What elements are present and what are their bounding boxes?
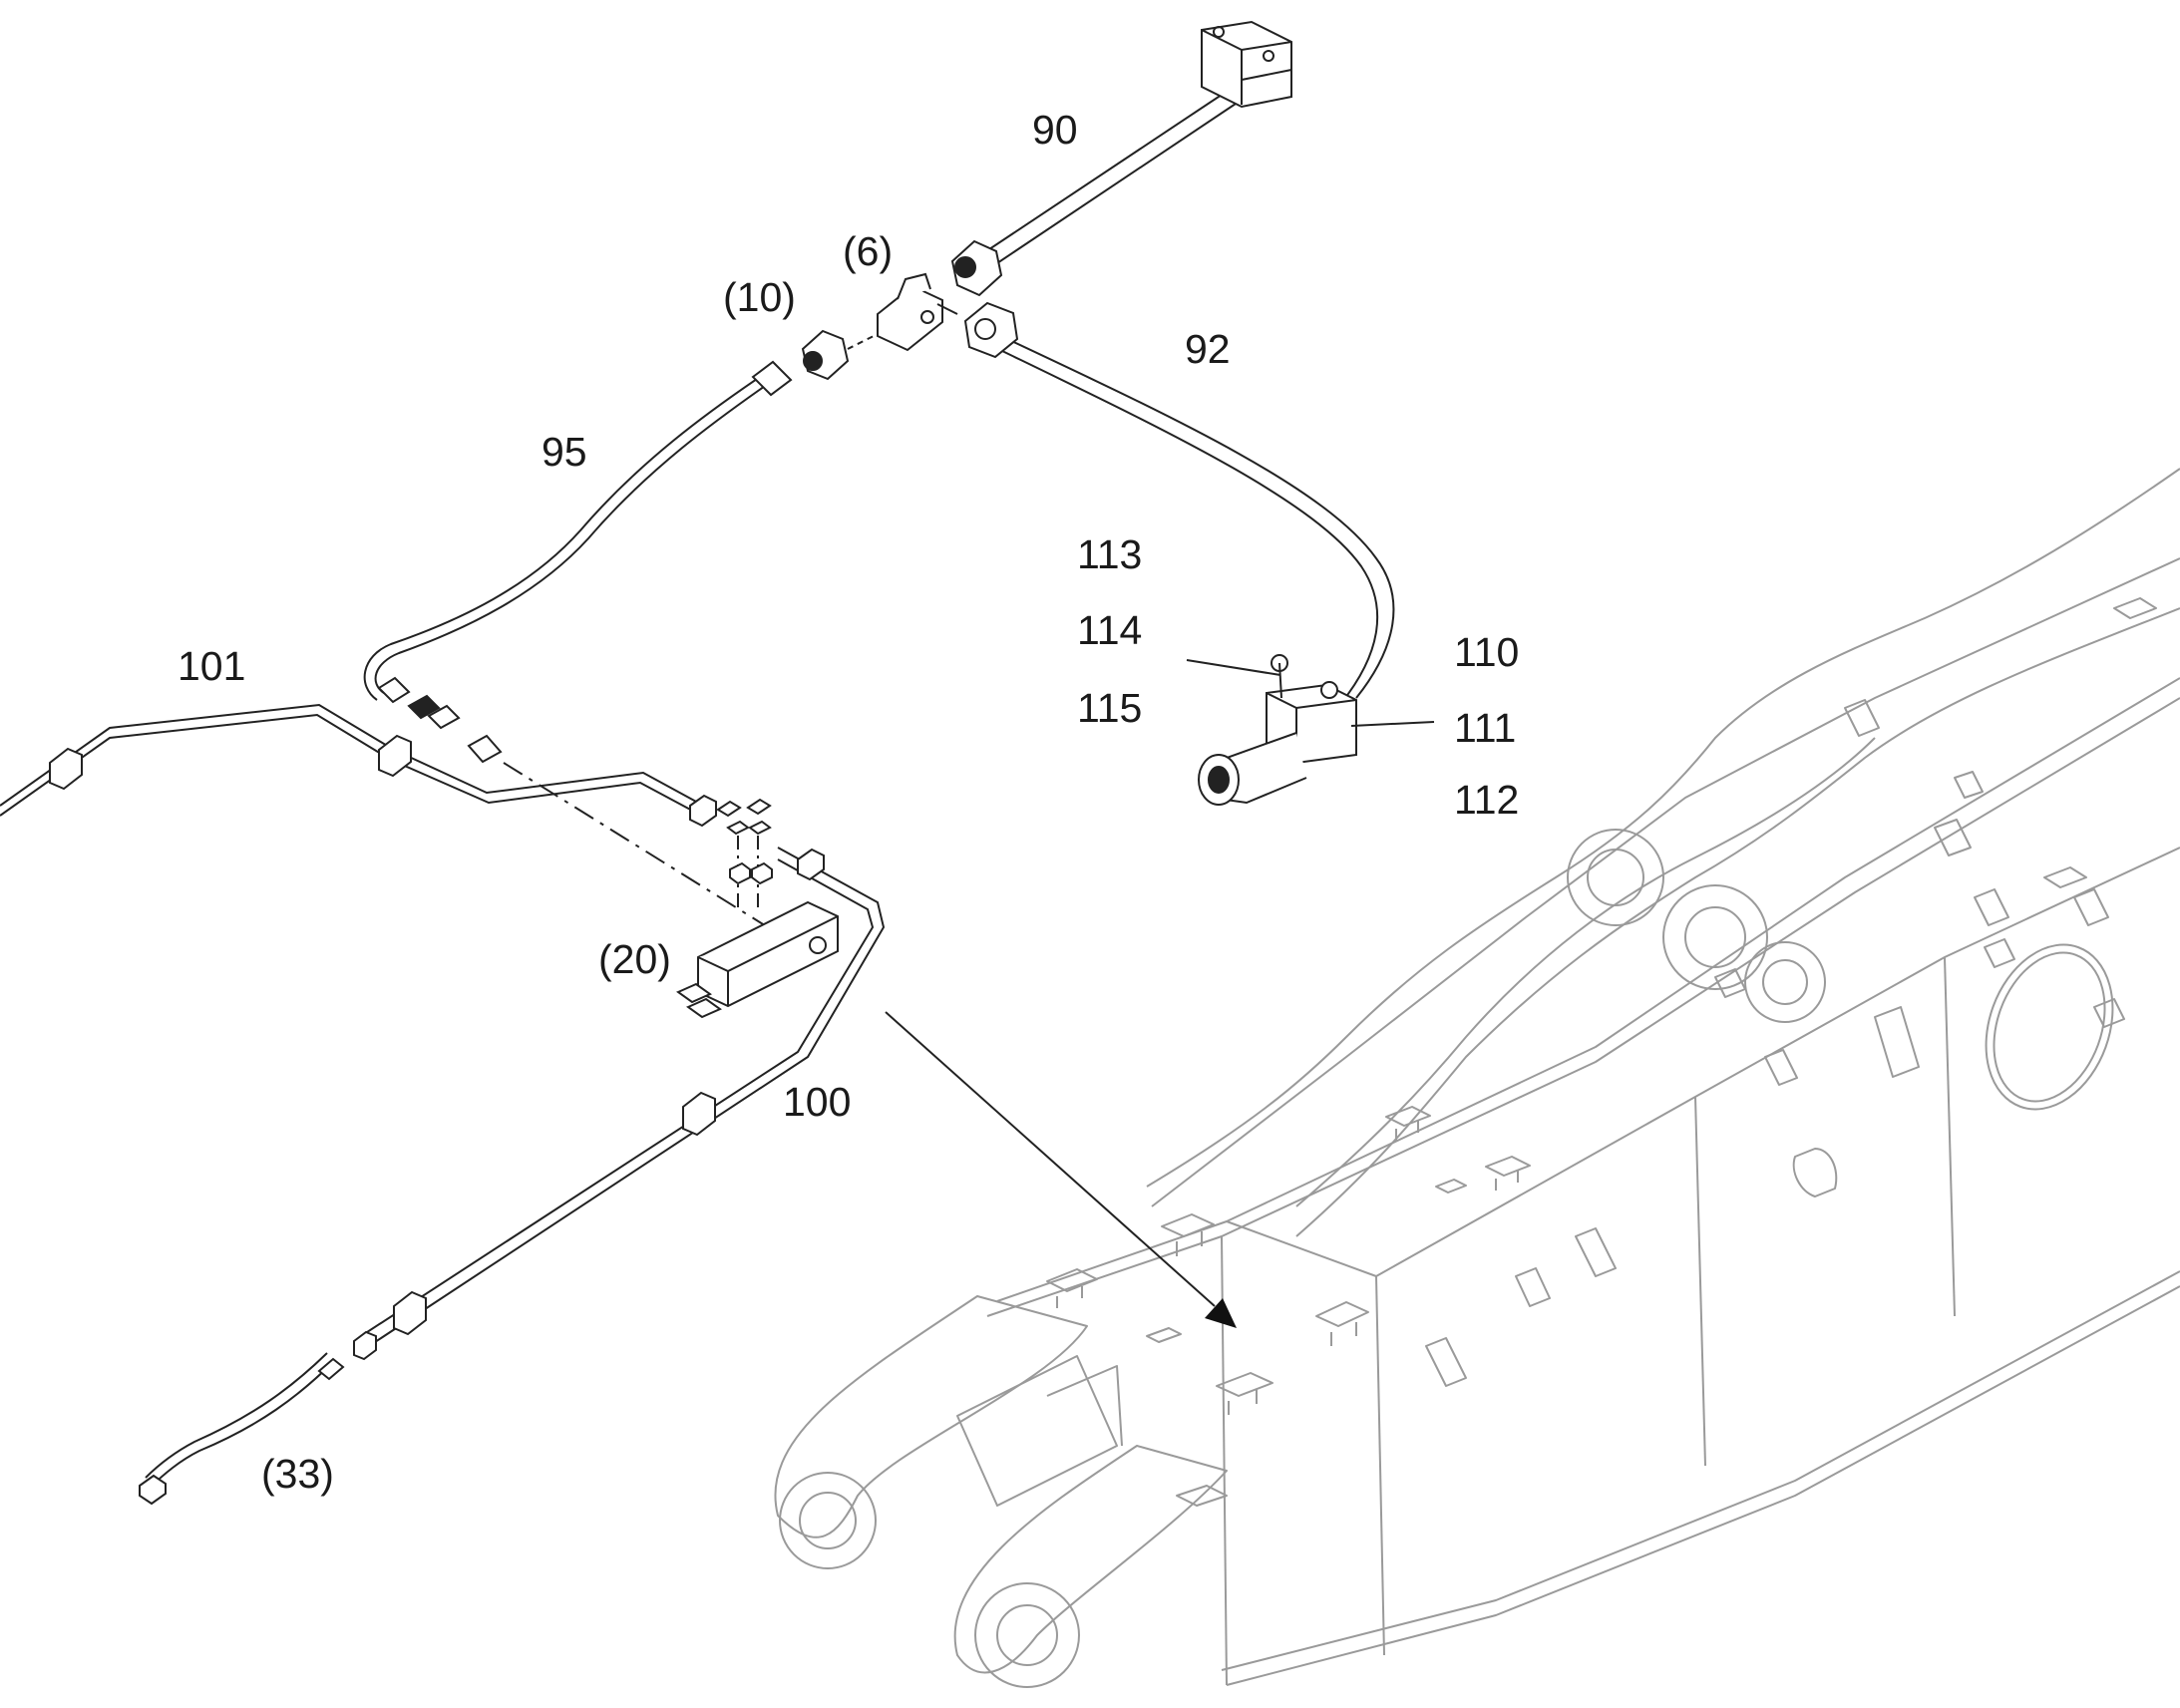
tube-100 <box>360 847 886 1347</box>
callout-33: (33) <box>261 1451 334 1497</box>
callout-113: 113 <box>1077 531 1143 577</box>
callout-6: (6) <box>843 228 894 274</box>
callout-111: 111 <box>1454 705 1517 751</box>
callout-92: 92 <box>1185 326 1231 372</box>
tube-101 <box>0 703 699 817</box>
tube-90 <box>950 20 1292 297</box>
hose-33 <box>139 1352 345 1506</box>
callout-20: (20) <box>598 936 671 982</box>
leader-lines <box>1186 659 1435 727</box>
tube-100-clamps <box>353 848 825 1361</box>
tube-101-clamps <box>49 734 717 828</box>
callout-114: 114 <box>1077 607 1143 653</box>
hose-95 <box>363 360 793 704</box>
adapter-10 <box>801 329 879 381</box>
callout-101: 101 <box>178 643 246 689</box>
callout-110: 110 <box>1454 629 1520 675</box>
valve-block-20 <box>675 798 839 1019</box>
callout-100: 100 <box>783 1079 852 1125</box>
boom-arm <box>774 468 2180 1688</box>
callout-115: 115 <box>1077 685 1143 731</box>
callout-112: 112 <box>1454 777 1520 823</box>
callout-10: (10) <box>723 274 796 320</box>
direction-arrow <box>885 1011 1237 1328</box>
callout-90: 90 <box>1032 107 1078 153</box>
hose-95-fittings <box>407 694 769 928</box>
tube-92 <box>963 301 1395 704</box>
clamp-110-112 <box>1198 654 1357 806</box>
tee-fitting-6 <box>877 272 958 352</box>
callout-95: 95 <box>542 429 587 475</box>
